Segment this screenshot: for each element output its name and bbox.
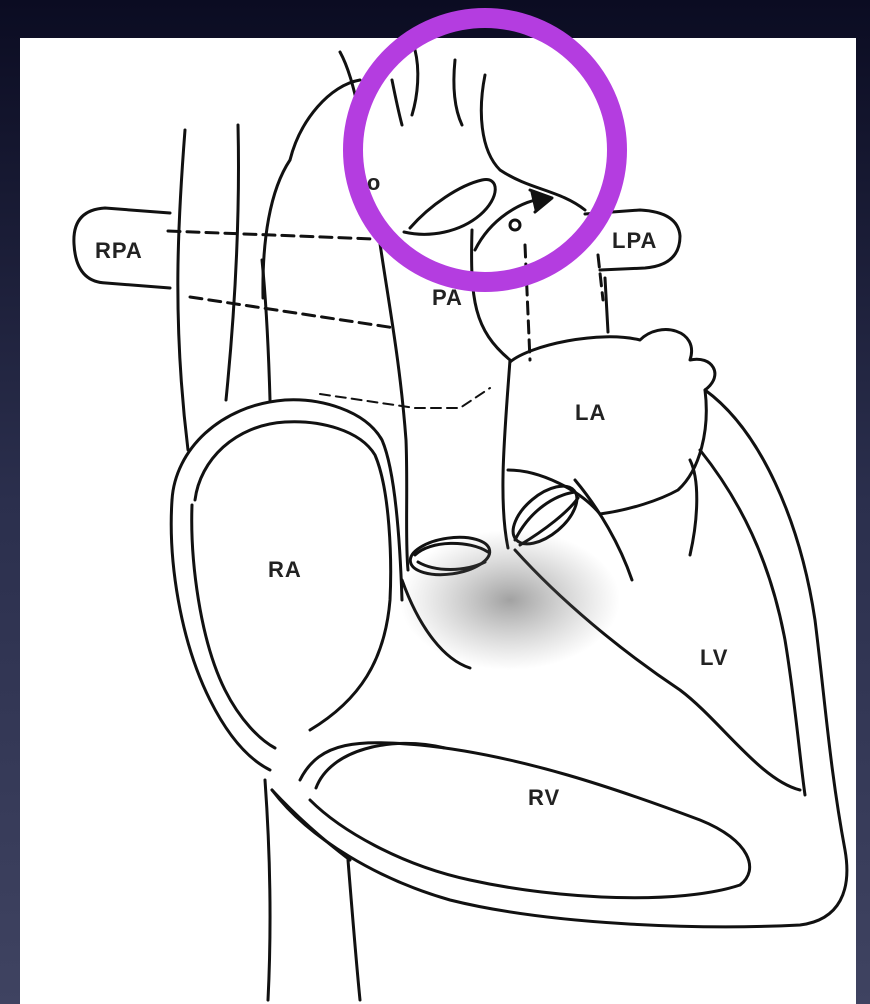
label-rv: RV (528, 785, 560, 810)
highlight-circle (353, 18, 617, 282)
rv-tricuspid-leaf (316, 743, 445, 788)
ductus-arrowhead (530, 190, 552, 212)
dash-rpa-top (168, 231, 400, 240)
ra-left-edge (171, 500, 270, 770)
pa-trunk-left (378, 230, 408, 570)
dash-rpa-bottom (190, 297, 395, 328)
dash-vertical-2 (598, 255, 603, 300)
dash-la-top (320, 388, 490, 408)
ductus-dot (510, 220, 520, 230)
arch-vessel-4 (454, 60, 462, 125)
ra-left-inner (192, 505, 275, 748)
label-rpa: RPA (95, 238, 143, 263)
svc-left-wall (178, 130, 188, 450)
label-ra: RA (268, 557, 302, 582)
label-la: LA (575, 400, 606, 425)
lpa-vessel-down (605, 278, 608, 332)
aorta-outer (263, 80, 360, 298)
rv-outline (300, 743, 750, 898)
ivc-left (265, 780, 270, 1000)
label-lpa: LPA (612, 228, 657, 253)
arch-vessel-2 (392, 80, 402, 125)
aorta-inner-left (262, 260, 270, 400)
ivc-right (348, 860, 360, 1000)
label-lv: LV (700, 645, 728, 670)
lv-inner (700, 450, 805, 795)
valve-shading (400, 530, 620, 670)
dash-vertical-1 (525, 245, 530, 360)
la-outline (510, 330, 715, 514)
svc-right-wall (226, 125, 239, 400)
ductus-curve (404, 180, 495, 235)
arch-vessel-3 (412, 50, 418, 115)
